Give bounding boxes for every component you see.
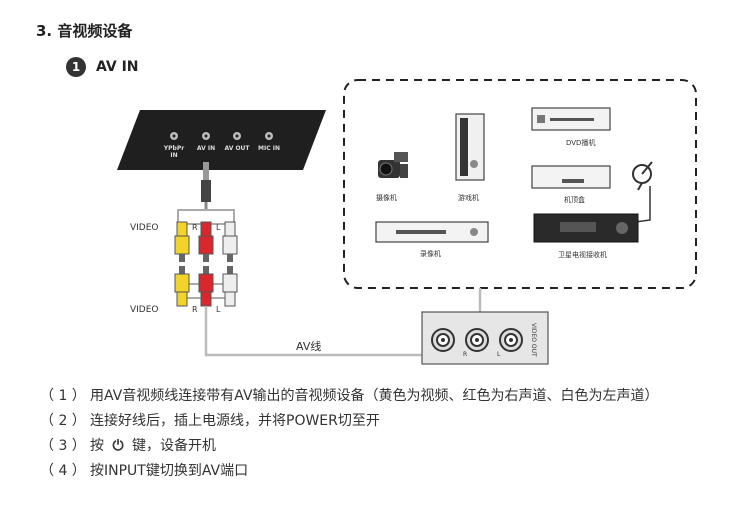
video-out-box: R L VIDEO OUT [421,311,549,365]
av-jack [201,162,211,210]
dvd-icon [531,107,611,131]
video-out-label: VIDEO OUT [530,323,537,357]
rca-top-red [198,221,214,262]
step-number: （ 4 ） [40,463,86,479]
stb-label: 机顶盒 [564,195,585,204]
step-1: （ 1 ） 用AV音视频线连接带有AV输出的音视频设备（黄色为视频、红色为右声道… [40,386,710,406]
section-heading: 3. 音视频设备 [36,20,132,41]
rca-bottom-yellow [174,266,190,307]
out-l-label: L [497,351,501,358]
rca-bottom-white [222,266,238,307]
out-r-label: R [463,351,467,358]
stb-icon [531,165,611,189]
step-4: （ 4 ） 按INPUT键切换到AV端口 [40,461,710,481]
rca-top-white [222,221,238,262]
step-text-pre: 按 [90,438,104,454]
l-label-top: L [216,223,221,232]
port-label-ypbpr-2: IN [170,152,177,159]
out-port-red [465,328,489,352]
port-av-in: AV IN [197,132,215,152]
game-label: 游戏机 [458,193,479,202]
rca-top-yellow [174,221,190,262]
video-label-top: VIDEO [130,223,159,233]
number-badge: 1 [66,57,86,77]
section-number: 3. [36,22,53,40]
step-2: （ 2 ） 连接好线后，插上电源线，并将POWER切至开 [40,411,710,431]
device-group-box [343,79,697,289]
rca-bottom-red [198,266,214,307]
power-icon: ⏻ [112,438,124,454]
port-av-out: AV OUT [224,132,250,152]
out-port-white [499,328,523,352]
port-mic-in: MIC IN [258,132,280,152]
step-number: （ 1 ） [40,388,86,404]
step-3: （ 3 ） 按 ⏻ 键，设备开机 [40,436,710,456]
r-label-bottom: R [192,305,198,314]
l-label-bottom: L [216,305,221,314]
subsection-heading: 1 AV IN [66,57,139,77]
instruction-steps: （ 1 ） 用AV音视频线连接带有AV输出的音视频设备（黄色为视频、红色为右声道… [40,386,710,486]
port-label-av-in: AV IN [197,145,215,152]
av-cable [204,306,422,357]
step-text: 按INPUT键切换到AV端口 [90,463,249,479]
step-number: （ 2 ） [40,413,86,429]
sat-label: 卫星电视接收机 [558,250,607,259]
vcr-icon [375,221,489,243]
port-label-ypbpr-1: YPbPr [163,145,184,152]
video-label-bottom: VIDEO [130,305,159,315]
step-number: （ 3 ） [40,438,86,454]
section-title: 音视频设备 [57,22,133,40]
panel-ports: YPbPr IN AV IN AV OUT MIC IN [163,132,280,159]
game-console-icon [455,113,485,181]
port-ypbpr: YPbPr IN [163,132,184,159]
av-line-label: AV线 [296,339,321,353]
satellite-receiver-icon [533,213,639,243]
port-label-mic-in: MIC IN [258,145,280,152]
step-text: 按 ⏻ 键，设备开机 [90,436,710,456]
tv-back-panel [117,110,326,170]
port-label-av-out: AV OUT [224,145,250,152]
step-text-post: 键，设备开机 [131,438,216,454]
step-text: 连接好线后，插上电源线，并将POWER切至开 [90,413,380,429]
dvd-label: DVD播机 [566,138,595,147]
step-text: 用AV音视频线连接带有AV输出的音视频设备（黄色为视频、红色为右声道、白色为左声… [90,388,659,404]
subsection-title: AV IN [96,59,139,75]
vcr-label: 录像机 [420,249,441,258]
r-label-top: R [192,223,198,232]
camera-icon [378,152,408,178]
camera-label: 摄像机 [376,193,397,202]
out-port-yellow [431,328,455,352]
